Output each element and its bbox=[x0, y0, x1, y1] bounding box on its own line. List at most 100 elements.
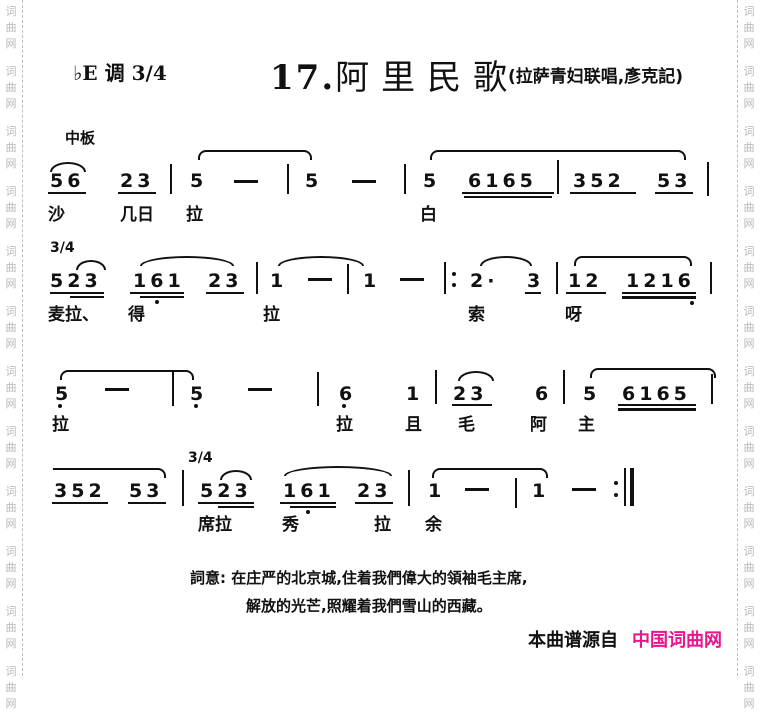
lyric: 得 bbox=[128, 305, 145, 325]
meaning-label: 詞意: bbox=[190, 569, 226, 587]
extension-dash bbox=[234, 180, 258, 183]
note: 1 bbox=[532, 480, 550, 502]
tie bbox=[198, 150, 312, 160]
octave-dot bbox=[194, 404, 198, 408]
bar-line bbox=[707, 162, 709, 196]
bar-line bbox=[711, 374, 713, 404]
underline bbox=[618, 408, 696, 411]
note: 2· bbox=[470, 270, 499, 292]
source-credit: 本曲谱源自中国词曲网 bbox=[528, 626, 722, 652]
repeat-dot bbox=[614, 481, 618, 485]
repeat-dot bbox=[452, 272, 456, 276]
watermark-text: 词曲网 bbox=[743, 665, 755, 710]
note: 1 bbox=[270, 270, 288, 292]
underline bbox=[452, 404, 492, 406]
watermark-text: 词曲网 bbox=[743, 245, 755, 290]
tie bbox=[150, 468, 166, 478]
lyric: 余 bbox=[425, 515, 442, 535]
note-group: 23 bbox=[357, 480, 392, 502]
note-group: 352 bbox=[573, 170, 625, 192]
watermark-text: 词曲网 bbox=[5, 545, 17, 590]
tie-line bbox=[53, 468, 153, 470]
source-site-link[interactable]: 中国词曲网 bbox=[632, 630, 722, 651]
underline bbox=[622, 296, 696, 299]
underline bbox=[655, 192, 693, 194]
lyric: 主 bbox=[578, 415, 595, 435]
extension-dash bbox=[572, 488, 596, 491]
bar-line bbox=[408, 470, 410, 506]
note-group: 352 bbox=[54, 480, 106, 502]
extension-dash bbox=[352, 180, 376, 183]
underline bbox=[570, 192, 636, 194]
slur bbox=[140, 256, 234, 266]
bar-line bbox=[444, 262, 446, 294]
watermark-text: 词曲网 bbox=[5, 665, 17, 710]
note: 5 bbox=[583, 383, 601, 405]
lyric: 白 bbox=[420, 205, 437, 225]
tempo-marking: 中板 bbox=[65, 129, 96, 147]
extension-dash bbox=[248, 388, 272, 391]
bar-line bbox=[404, 164, 406, 194]
watermark-left: 词曲网词曲网词曲网词曲网词曲网词曲网词曲网词曲网词曲网词曲网词曲网词曲网 bbox=[0, 0, 23, 710]
underline bbox=[198, 502, 254, 504]
extension-dash bbox=[400, 278, 424, 281]
note-group: 12 bbox=[568, 270, 603, 292]
song-subtitle: (拉萨青妇联唱,彥克記) bbox=[508, 67, 683, 87]
watermark-text: 词曲网 bbox=[5, 605, 17, 650]
song-number: 17. bbox=[270, 58, 336, 98]
bar-line bbox=[256, 262, 258, 294]
tie bbox=[590, 368, 716, 378]
watermark-text: 词曲网 bbox=[743, 305, 755, 350]
lyric: 毛 bbox=[458, 415, 475, 435]
end-repeat-bar-thin bbox=[624, 468, 626, 506]
lyric: 秀 bbox=[282, 515, 299, 535]
song-title-text: 阿里民歌 bbox=[335, 58, 520, 98]
underline bbox=[118, 192, 156, 194]
note: 1 bbox=[363, 270, 381, 292]
underline bbox=[622, 292, 696, 294]
lyric: 拉 bbox=[374, 515, 391, 535]
lyric: 索 bbox=[468, 305, 485, 325]
slur bbox=[76, 260, 106, 270]
note-group: 161 bbox=[283, 480, 335, 502]
note: 5 bbox=[190, 170, 208, 192]
underline bbox=[52, 502, 108, 504]
tie bbox=[60, 370, 194, 380]
bar-line bbox=[170, 164, 172, 194]
lyric: 且 bbox=[405, 415, 422, 435]
underline bbox=[128, 502, 166, 504]
note: 5 bbox=[423, 170, 441, 192]
end-repeat-bar-thick bbox=[630, 468, 634, 506]
note: 3 bbox=[527, 270, 545, 292]
underline bbox=[280, 502, 336, 504]
underline bbox=[290, 506, 336, 508]
lyric: 席拉 bbox=[198, 515, 232, 535]
lyric: 麦拉、 bbox=[48, 305, 99, 325]
underline bbox=[140, 296, 184, 298]
slur bbox=[458, 371, 494, 381]
meaning-line-2: 解放的光芒,照耀着我們雪山的西藏。 bbox=[246, 597, 492, 615]
note-group: 23 bbox=[208, 270, 243, 292]
lyric: 阿 bbox=[530, 415, 547, 435]
note-group: 56 bbox=[50, 170, 85, 192]
watermark-text: 词曲网 bbox=[743, 125, 755, 170]
note-group: 1216 bbox=[626, 270, 695, 292]
underline bbox=[218, 506, 254, 508]
underline bbox=[464, 196, 552, 198]
bar-line bbox=[556, 262, 558, 294]
watermark-text: 词曲网 bbox=[743, 365, 755, 410]
watermark-text: 词曲网 bbox=[743, 65, 755, 110]
note: 6 bbox=[339, 383, 357, 405]
octave-dot bbox=[306, 510, 310, 514]
watermark-text: 词曲网 bbox=[743, 5, 755, 50]
watermark-text: 词曲网 bbox=[743, 545, 755, 590]
note-group: 523 bbox=[200, 480, 252, 502]
extension-dash bbox=[308, 278, 332, 281]
underline bbox=[566, 292, 606, 294]
note-group: 523 bbox=[50, 270, 102, 292]
watermark-text: 词曲网 bbox=[5, 5, 17, 50]
watermark-text: 词曲网 bbox=[5, 365, 17, 410]
tie bbox=[278, 256, 364, 266]
watermark-text: 词曲网 bbox=[5, 425, 17, 470]
bar-line bbox=[172, 372, 174, 406]
